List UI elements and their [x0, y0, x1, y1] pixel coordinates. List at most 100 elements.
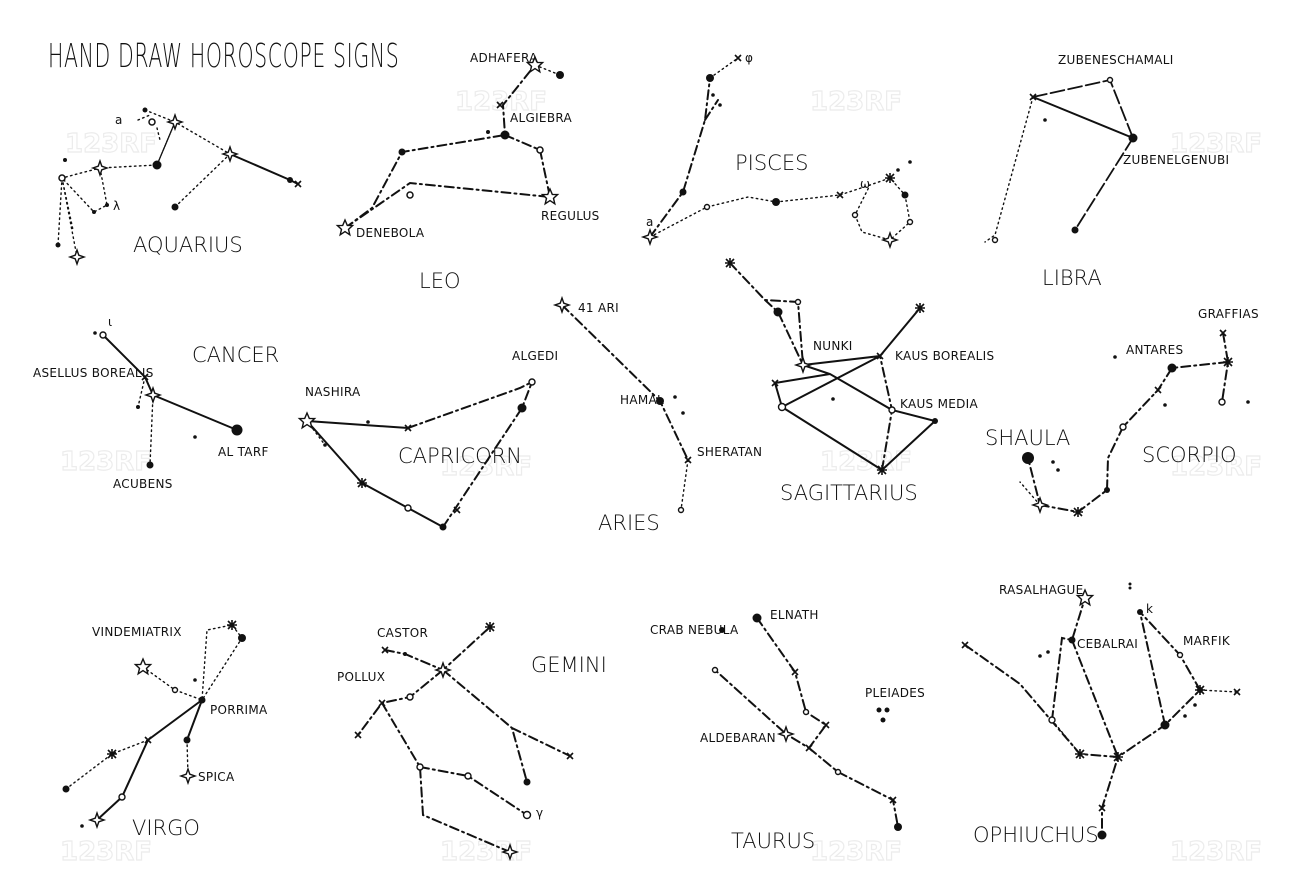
sign-label-virgo: VIRGO [132, 816, 200, 840]
star-label: RASALHAGUE [999, 583, 1083, 597]
star-dot [1163, 403, 1167, 407]
star-dot [62, 785, 70, 793]
star-label: a [115, 113, 123, 127]
star-dot [656, 397, 664, 405]
star-marker [642, 229, 658, 245]
star-dot [773, 307, 783, 317]
star-dot [752, 613, 762, 623]
star-open [406, 191, 414, 199]
star-marker [791, 668, 799, 676]
constellation-capricorn: NASHIRA ALGEDI CAPRICORN [298, 349, 558, 531]
star-label: k [1146, 602, 1153, 616]
star-dot [718, 103, 722, 107]
watermark: 123RF [440, 452, 532, 482]
star-dot [398, 148, 406, 156]
star-marker [724, 257, 736, 269]
star-dot [1160, 720, 1170, 730]
star-marker [1222, 356, 1234, 368]
star-dot [1128, 133, 1138, 143]
star-marker [484, 621, 496, 633]
star-open [802, 708, 810, 716]
star-dot [517, 403, 527, 413]
star-marker [356, 477, 368, 489]
star-open [777, 402, 787, 412]
star-label: NASHIRA [305, 385, 361, 399]
star-open [99, 331, 107, 339]
star-label: a [646, 215, 654, 229]
star-label: KAUS MEDIA [900, 397, 978, 411]
star-open [118, 793, 126, 801]
star-dot [55, 242, 61, 248]
star-dot [1038, 654, 1042, 658]
star-open [1119, 423, 1127, 431]
star-dot [876, 707, 882, 713]
star-open [834, 768, 842, 776]
star-label: SHAULA [985, 426, 1070, 450]
star-open [536, 146, 544, 154]
star-label: 41 ARI [578, 301, 619, 315]
star-marker [882, 232, 898, 248]
star-dot [146, 461, 154, 469]
star-marker [180, 768, 196, 784]
star-label: ω [860, 177, 870, 191]
star-dot [894, 823, 902, 831]
star-label: ALGEDI [512, 349, 558, 363]
star-dot [884, 707, 890, 713]
star-label: CASTOR [377, 626, 428, 640]
star-open [416, 763, 424, 771]
constellation-aquarius: a λ AQUARIUS [55, 107, 302, 265]
constellation-leo: ADHAFERA ALGIEBRA DENEBOLA REGULUS LEO [336, 51, 600, 293]
watermark: 123RF [60, 447, 152, 477]
star-marker [822, 721, 830, 729]
watermark: 123RF [65, 129, 157, 159]
star-label: ZUBENESCHAMALI [1058, 53, 1174, 67]
star-open [906, 218, 914, 226]
constellation-virgo: VINDEMIATRIX PORRIMA SPICA VIRGO [62, 619, 268, 840]
star-marker [354, 731, 362, 739]
star-dot [901, 191, 909, 199]
star-label: ADHAFERA [470, 51, 538, 65]
star-dot [1113, 355, 1117, 359]
sign-label-aries: ARIES [598, 511, 660, 535]
star-dot [231, 424, 243, 436]
star-dot [193, 678, 197, 682]
star-open [1176, 651, 1184, 659]
star-dot [1071, 226, 1079, 234]
star-open [404, 504, 412, 512]
star-label: CEBALRAI [1077, 637, 1138, 651]
constellation-aries: 41 ARI HAMAL SHERATAN ARIES [554, 297, 762, 535]
star-dot [1183, 714, 1187, 718]
star-dot [1043, 118, 1047, 122]
star-marker [1112, 751, 1124, 763]
star-dot [679, 188, 687, 196]
watermark: 123RF [455, 87, 547, 117]
watermark: 123RF [810, 87, 902, 117]
constellation-cancer: ι ASELLUS BOREALIS ACUBENS AL TARF CANCE… [33, 315, 279, 491]
star-open [406, 693, 414, 701]
star-marker [1154, 386, 1162, 394]
star-open [171, 686, 179, 694]
star-label: REGULUS [541, 209, 600, 223]
star-dot [93, 331, 97, 335]
sign-label-capricorn: CAPRICORN [398, 444, 522, 468]
star-label: ι [108, 315, 112, 329]
star-label: NUNKI [813, 339, 853, 353]
star-marker [884, 172, 896, 184]
star-dot [238, 634, 246, 642]
star-label: ASELLUS BOREALIS [33, 366, 154, 380]
star-dot [500, 130, 510, 140]
star-dot [896, 168, 900, 172]
star-dot [171, 203, 179, 211]
star-label: AL TARF [218, 445, 269, 459]
sign-label-gemini: GEMINI [531, 653, 607, 677]
sign-label-ophiuchus: OPHIUCHUS [973, 823, 1099, 847]
star-label: SPICA [198, 770, 235, 784]
star-marker [876, 464, 888, 476]
star-dot [63, 158, 67, 162]
page-title: HAND DRAW HOROSCOPE SIGNS [48, 36, 400, 75]
star-open [677, 506, 685, 514]
star-label: PORRIMA [210, 703, 268, 717]
star-marker [1074, 748, 1086, 760]
star-marker [805, 744, 813, 752]
star-open [888, 406, 896, 414]
